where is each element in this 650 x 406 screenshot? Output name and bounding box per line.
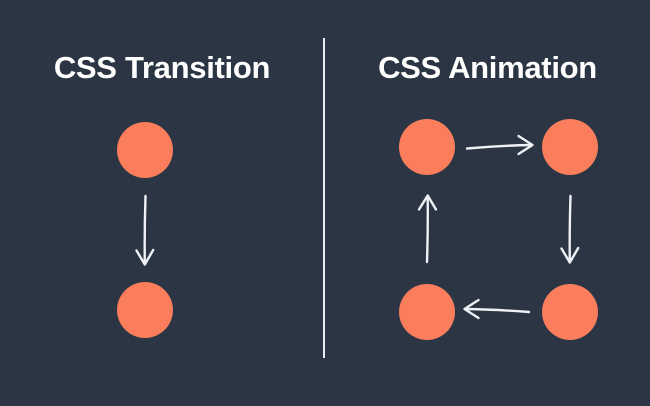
panel-css-transition: CSS Transition <box>0 0 324 406</box>
panel-divider <box>323 38 325 358</box>
start-state-circle <box>117 122 173 178</box>
panel-title-css-transition: CSS Transition <box>53 50 271 85</box>
panel-title-css-animation: CSS Animation <box>378 50 597 85</box>
keyframe-circle-bottom-right <box>542 284 598 340</box>
end-state-circle <box>117 282 173 338</box>
keyframe-circle-top-left <box>399 119 455 175</box>
keyframe-circle-bottom-left <box>399 284 455 340</box>
keyframe-circle-top-right <box>542 119 598 175</box>
panel-css-animation: CSS Animation <box>325 0 650 406</box>
